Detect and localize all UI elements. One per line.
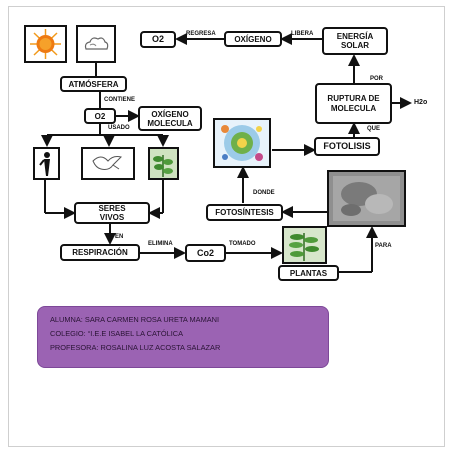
oxigeno-molecula-label: OXÍGENO MOLECULA: [147, 109, 193, 128]
que-label: QUE: [367, 126, 381, 132]
usado-label: USADO: [108, 125, 130, 131]
oxigeno-molecula-node: OXÍGENO MOLECULA: [138, 106, 202, 131]
elimina-label: ELIMINA: [148, 241, 173, 247]
o2-mid-label: O2: [94, 111, 106, 121]
colegio-line: COLEGIO: “I.E.E ISABEL LA CATÓLICA: [50, 329, 184, 338]
para-label: PARA: [375, 243, 392, 249]
seres-vivos-label: SERES VIVOS: [98, 204, 126, 222]
leaf-microscope-icon: [329, 172, 404, 225]
h2o-label: H2o: [414, 99, 428, 106]
co2-label: Co2: [196, 247, 214, 258]
fotosintesis-node: FOTOSÍNTESIS: [206, 204, 283, 221]
plantas-label: PLANTAS: [289, 268, 328, 278]
o2-mid-node: O2: [84, 108, 116, 124]
sun-image: [24, 25, 67, 63]
cycle-image: [213, 118, 271, 168]
co2-node: Co2: [185, 244, 226, 262]
atmosfera-label: ATMÓSFERA: [68, 79, 119, 89]
dove-image: [81, 147, 135, 180]
photosynthesis-cycle-icon: [215, 120, 269, 166]
plant-icon: [284, 228, 325, 262]
fotosintesis-label: FOTOSÍNTESIS: [215, 208, 274, 217]
plantas-node: PLANTAS: [278, 265, 339, 281]
ruptura-label: RUPTURA DE MOLECULA: [327, 93, 380, 113]
atmosfera-node: ATMÓSFERA: [60, 76, 127, 92]
plant-image-small: [148, 147, 179, 180]
regresa-label: REGRESA: [186, 31, 216, 37]
alumna-line: ALUMNA: SARA CARMEN ROSA URETA MAMANI: [50, 315, 220, 324]
energia-solar-label: ENERGÍA SOLAR: [336, 32, 374, 50]
plant-image-large: [282, 226, 327, 264]
fotolisis-label: FOTOLISIS: [323, 141, 371, 151]
respiracion-node: RESPIRACIÓN: [60, 244, 140, 261]
oxigeno-node: OXÍGENO: [224, 31, 282, 47]
energia-solar-node: ENERGÍA SOLAR: [322, 27, 388, 55]
plant-icon: [150, 149, 177, 178]
por-label: POR: [370, 76, 384, 82]
contiene-label: CONTIENE: [104, 97, 136, 103]
libera-label: LIBERA: [291, 31, 314, 37]
respiracion-label: RESPIRACIÓN: [72, 248, 128, 257]
donde-label: DONDE: [253, 190, 275, 196]
ruptura-node: RUPTURA DE MOLECULA: [315, 83, 392, 124]
oxigeno-label: OXÍGENO: [234, 34, 272, 44]
credits-panel: ALUMNA: SARA CARMEN ROSA URETA MAMANI CO…: [37, 306, 329, 368]
cloud-icon: [84, 37, 109, 50]
o2-top-node: O2: [140, 31, 176, 48]
dove-icon: [92, 156, 122, 170]
o2-top-label: O2: [151, 34, 164, 44]
person-icon: [39, 152, 50, 176]
leaf-photo: [327, 170, 406, 227]
en-label: EN: [115, 234, 124, 240]
person-image: [33, 147, 60, 180]
seres-vivos-node: SERES VIVOS: [74, 202, 150, 224]
cloud-image: [76, 25, 116, 63]
profesora-line: PROFESORA: ROSALINA LUZ ACOSTA SALAZAR: [50, 343, 221, 352]
tomado-label: TOMADO: [229, 241, 256, 247]
sun-icon: [30, 29, 61, 59]
fotolisis-node: FOTOLISIS: [314, 137, 380, 156]
